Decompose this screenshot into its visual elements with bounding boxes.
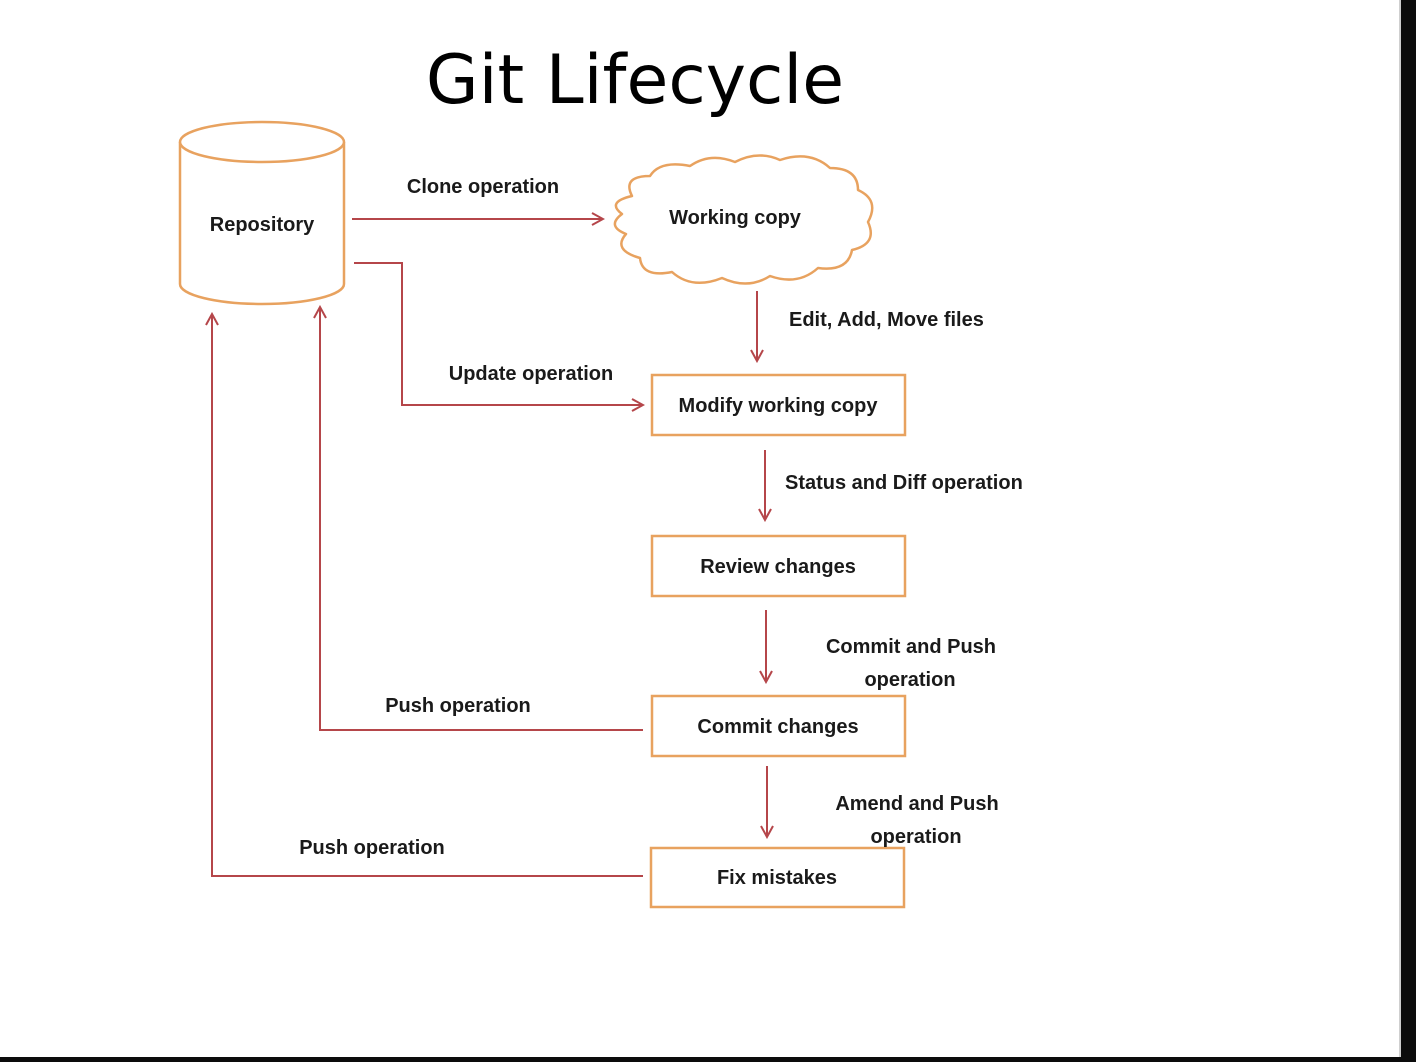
push-from-commit-arrow — [320, 307, 643, 731]
update-arrow — [354, 262, 643, 405]
commit-changes-label: Commit changes — [697, 716, 858, 738]
modify-working-copy-label: Modify working copy — [679, 395, 879, 417]
repository-cylinder-top — [178, 120, 346, 164]
repository-node: Repository — [178, 120, 346, 306]
amend-push-label-line2: operation — [870, 826, 961, 848]
slide-title: Git Lifecycle — [425, 41, 845, 120]
fix-mistakes-box — [649, 846, 906, 909]
commit-changes-node: Commit changes — [650, 694, 907, 758]
edit-add-move-label: Edit, Add, Move files — [789, 309, 984, 331]
fix-mistakes-label: Fix mistakes — [717, 867, 837, 889]
working-copy-node: Working copy — [613, 154, 874, 285]
working-copy-label: Working copy — [669, 207, 802, 229]
commit-changes-box — [650, 694, 907, 758]
slide-border-shadow — [1399, 0, 1401, 1057]
modify-working-copy-node: Modify working copy — [650, 373, 907, 437]
push-operation-fix-label: Push operation — [299, 837, 445, 859]
status-diff-label: Status and Diff operation — [785, 472, 1023, 494]
review-changes-node: Review changes — [650, 534, 907, 598]
review-changes-box — [650, 534, 907, 598]
slide-border-right — [1401, 0, 1416, 1062]
working-copy-cloud — [613, 154, 874, 285]
review-changes-label: Review changes — [700, 556, 856, 578]
update-operation-label: Update operation — [449, 363, 613, 385]
push-from-fix-arrow — [212, 314, 643, 877]
fix-mistakes-node: Fix mistakes — [649, 846, 906, 909]
repository-label: Repository — [210, 214, 315, 236]
commit-push-label-line1: Commit and Push — [826, 636, 996, 658]
slide-border-bottom — [0, 1057, 1416, 1062]
push-operation-commit-label: Push operation — [385, 695, 531, 717]
modify-working-copy-box — [650, 373, 907, 437]
repository-cylinder-body — [178, 142, 346, 306]
amend-push-label-line1: Amend and Push — [835, 793, 998, 815]
commit-push-label-line2: operation — [864, 669, 955, 691]
clone-operation-label: Clone operation — [407, 176, 559, 198]
